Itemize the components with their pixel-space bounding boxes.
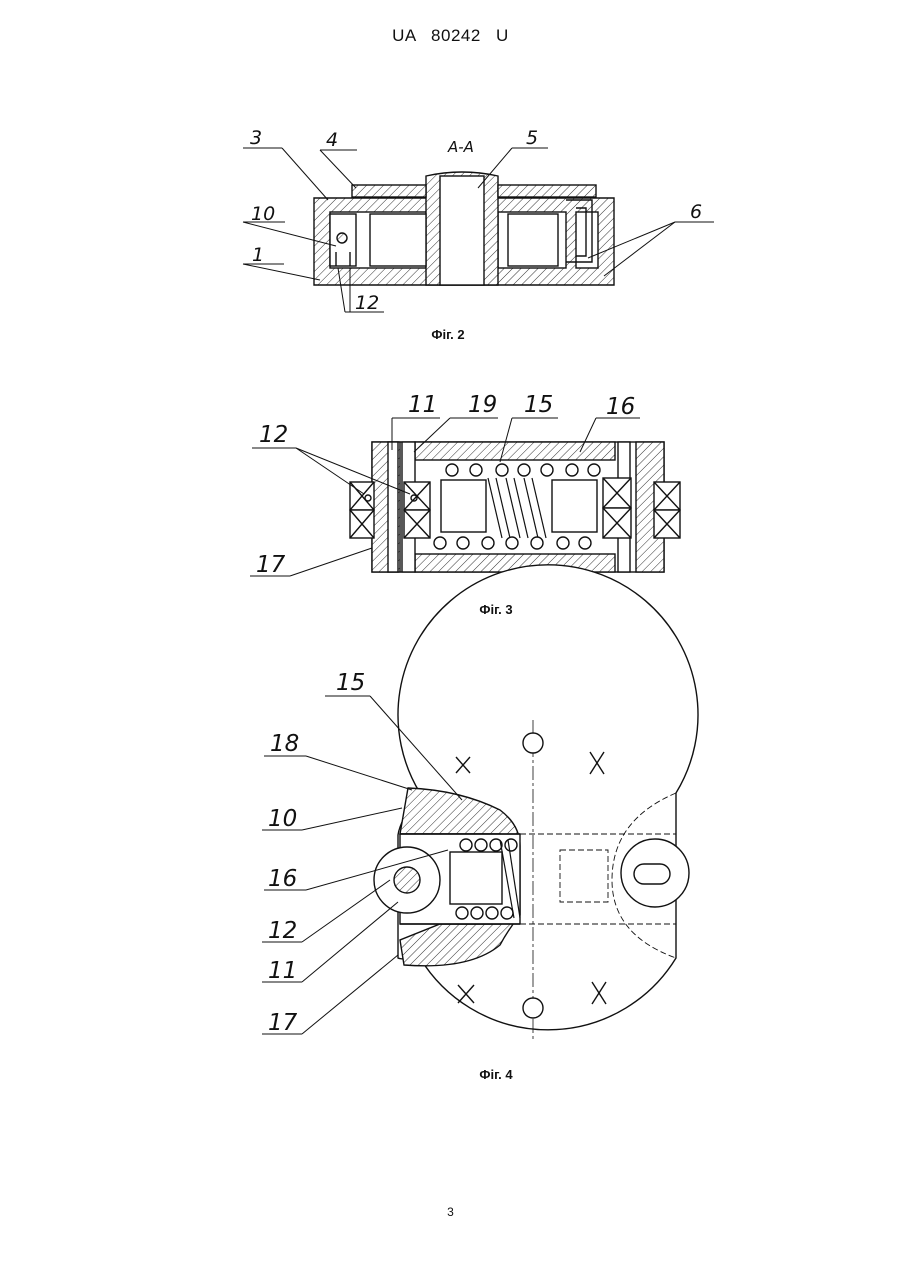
page-number: 3: [0, 1205, 901, 1219]
fig4-label-10: 10: [268, 806, 297, 832]
fig2-label-1: 1: [252, 244, 264, 266]
fig3-label-11: 11: [408, 392, 437, 418]
figure-4-caption: Фіг. 4: [436, 1067, 556, 1082]
fig2-label-3: 3: [250, 127, 262, 149]
fig3-label-12: 12: [259, 422, 288, 448]
fig3-label-17: 17: [256, 552, 286, 578]
fig3-label-15: 15: [524, 392, 553, 418]
fig2-label-4: 4: [326, 129, 338, 151]
fig4-label-16: 16: [268, 866, 297, 892]
figure-4-drawing: [262, 565, 698, 1040]
fig4-label-17: 17: [268, 1010, 298, 1036]
fig3-label-16: 16: [606, 394, 635, 420]
fig3-label-19: 19: [468, 392, 497, 418]
fig2-section-label: А-А: [447, 138, 474, 156]
fig4-label-18: 18: [270, 731, 299, 757]
fig2-label-5: 5: [526, 127, 538, 149]
fig2-label-10: 10: [251, 203, 275, 225]
fig4-label-11: 11: [268, 958, 297, 984]
fig4-label-12: 12: [268, 918, 297, 944]
figure-3-caption: Фіг. 3: [436, 602, 556, 617]
figure-2-drawing: [243, 148, 714, 312]
fig4-label-15: 15: [336, 670, 365, 696]
figure-3-drawing: [250, 418, 680, 576]
fig2-label-6: 6: [690, 201, 702, 223]
figure-2-caption: Фіг. 2: [388, 327, 508, 342]
fig2-label-12: 12: [355, 292, 379, 314]
